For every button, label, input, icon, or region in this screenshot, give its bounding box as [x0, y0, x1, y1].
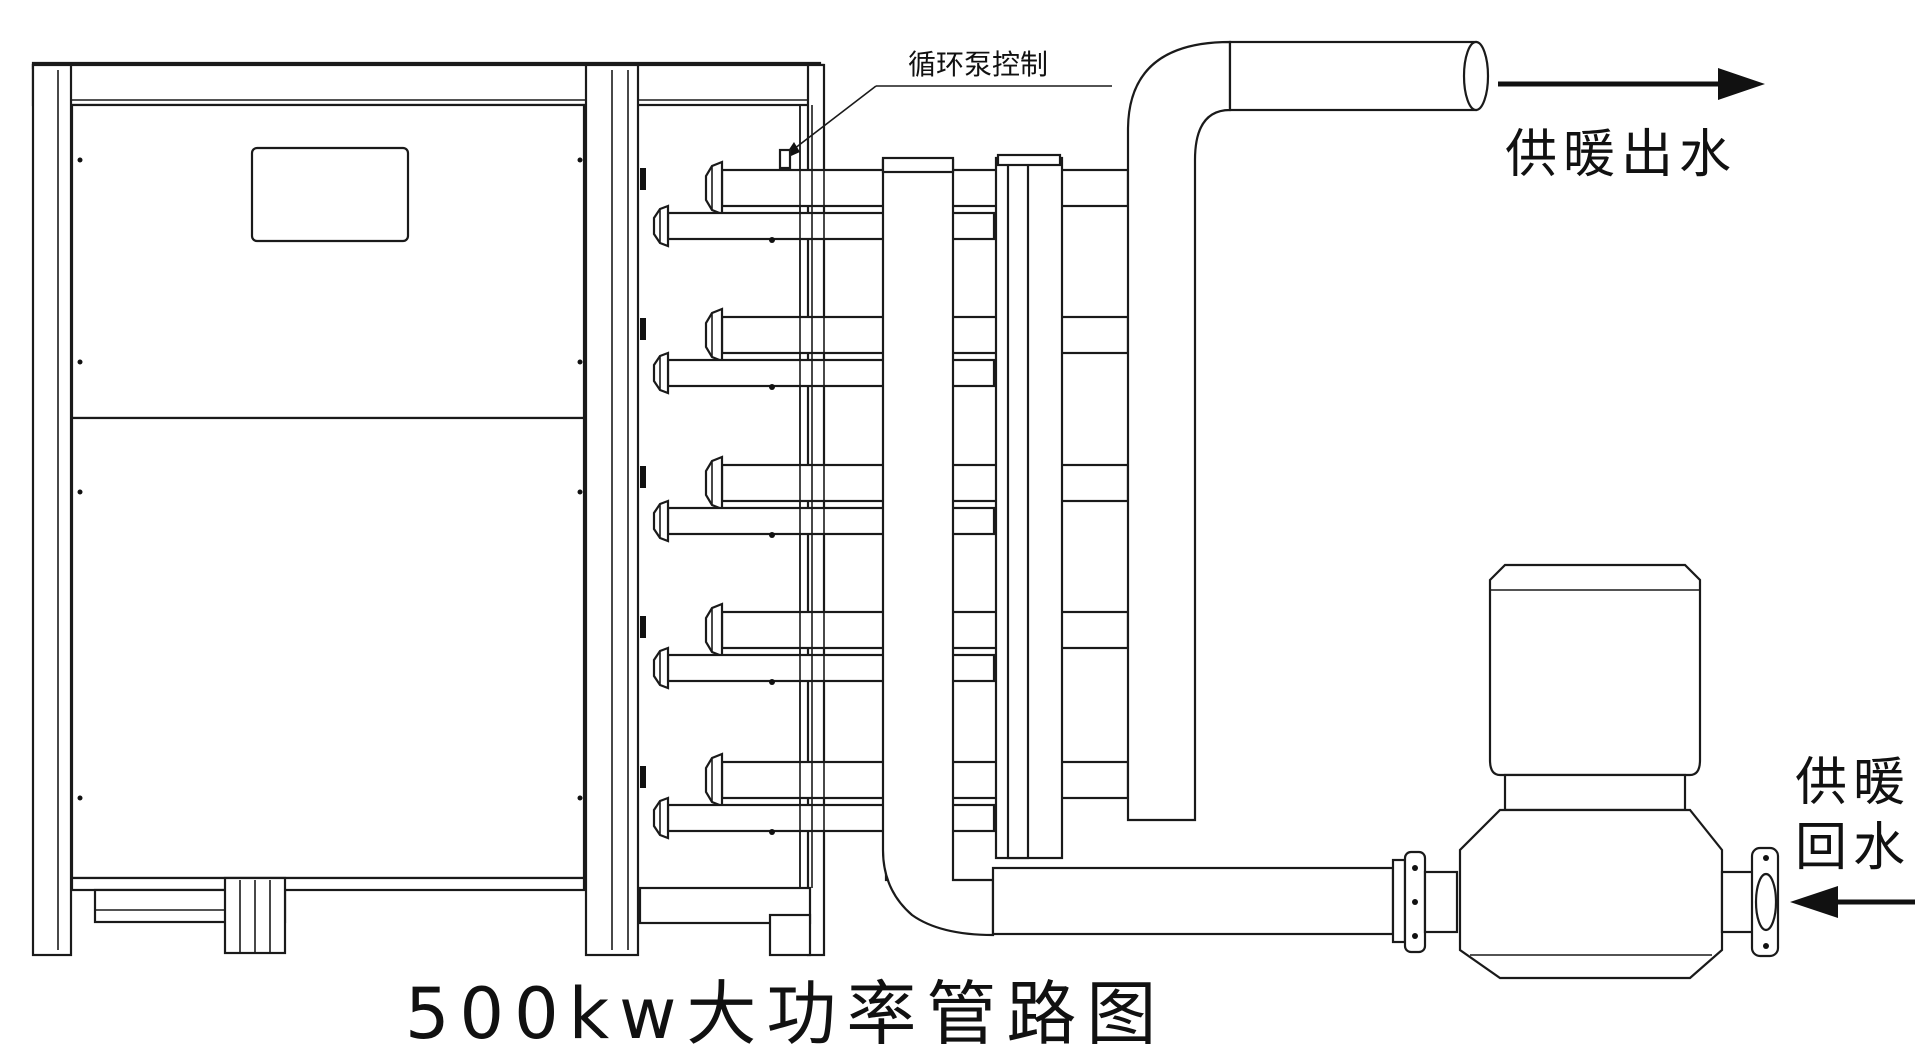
return-line [991, 850, 1459, 954]
module-4-outlet-nut [704, 602, 724, 658]
return-in-arrow [1790, 886, 1915, 918]
supply-out-arrow [1498, 68, 1765, 100]
pump-control-label: 循环泵控制 [908, 48, 1048, 81]
module-3-inlet-nut [652, 499, 670, 543]
module-1-inlet-nut [652, 204, 670, 248]
pump-inlet-flange-plate [1391, 858, 1407, 944]
diagram-title: 500kw大功率管路图 [405, 973, 1166, 1050]
module-4-inlet-nut [652, 646, 670, 690]
module-5-outlet-nut [704, 752, 724, 808]
outlet-pipe-end [1462, 40, 1490, 112]
return-in-label-line1: 供暖 [1795, 753, 1911, 813]
cabinet-left-post [31, 63, 73, 957]
side-foot [768, 913, 812, 957]
control-display-window [250, 146, 410, 243]
pump-neck [1503, 773, 1687, 812]
return-in-label-line2: 回水 [1795, 818, 1911, 878]
cabinet-base-rail [70, 876, 586, 892]
outlet-header-pipe [1126, 40, 1232, 822]
supply-out-label: 供暖出水 [1505, 125, 1737, 185]
return-horizontal-pipe [991, 866, 1395, 936]
module-3-outlet-nut [704, 455, 724, 511]
circulation-pump [1458, 563, 1780, 980]
module-2-outlet-nut [704, 307, 724, 363]
headers [881, 40, 1490, 937]
module-2-inlet-nut [652, 351, 670, 395]
module-5-inlet-nut [652, 796, 670, 840]
outlet-pipe [1228, 40, 1478, 112]
pump-casing [1458, 808, 1724, 980]
cabinet-lower-panel [70, 416, 586, 880]
pump-control-callout [778, 85, 1112, 170]
cabinet-top-frame [31, 63, 825, 107]
pump-motor [1488, 563, 1702, 777]
module-1-outlet-nut [704, 160, 724, 216]
